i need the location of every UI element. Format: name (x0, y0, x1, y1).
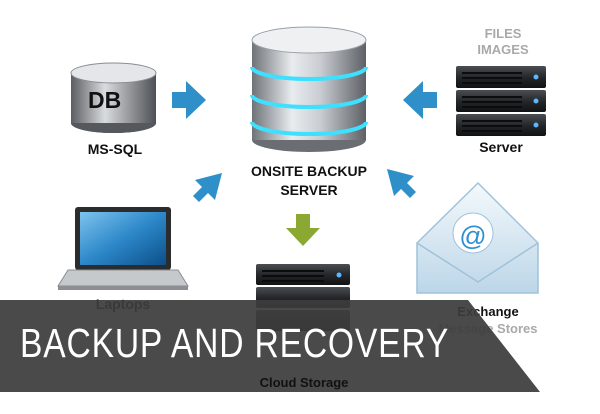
database-icon (70, 62, 157, 133)
server-rack-icon (456, 66, 546, 136)
db-icon-text: DB (88, 87, 122, 113)
arrow-backup-to-cloud-icon (286, 214, 320, 246)
ms-sql-label: MS-SQL (87, 141, 143, 157)
cloud-storage-label: Cloud Storage (259, 375, 349, 390)
backup-server-label: ONSITE BACKUP SERVER (240, 162, 378, 200)
title-banner (0, 300, 540, 392)
backup-server-label-line1: ONSITE BACKUP (251, 163, 367, 179)
backup-server-label-line2: SERVER (280, 182, 338, 198)
server-label: Server (479, 139, 523, 155)
arrow-server-to-backup-icon (403, 81, 437, 119)
arrow-exchange-to-backup-icon (387, 169, 416, 198)
banner-title: BACKUP AND RECOVERY (20, 320, 450, 366)
email-envelope-icon (416, 181, 539, 294)
laptop-icon (57, 207, 189, 290)
files-label: FILES (484, 26, 522, 41)
backup-server-icon (250, 26, 368, 152)
arrow-db-to-server-icon (172, 81, 206, 119)
files-images-label: FILES IMAGES (470, 26, 536, 58)
arrow-laptop-to-backup-icon (193, 173, 222, 202)
at-symbol: @ (459, 221, 487, 251)
images-label: IMAGES (477, 42, 529, 57)
